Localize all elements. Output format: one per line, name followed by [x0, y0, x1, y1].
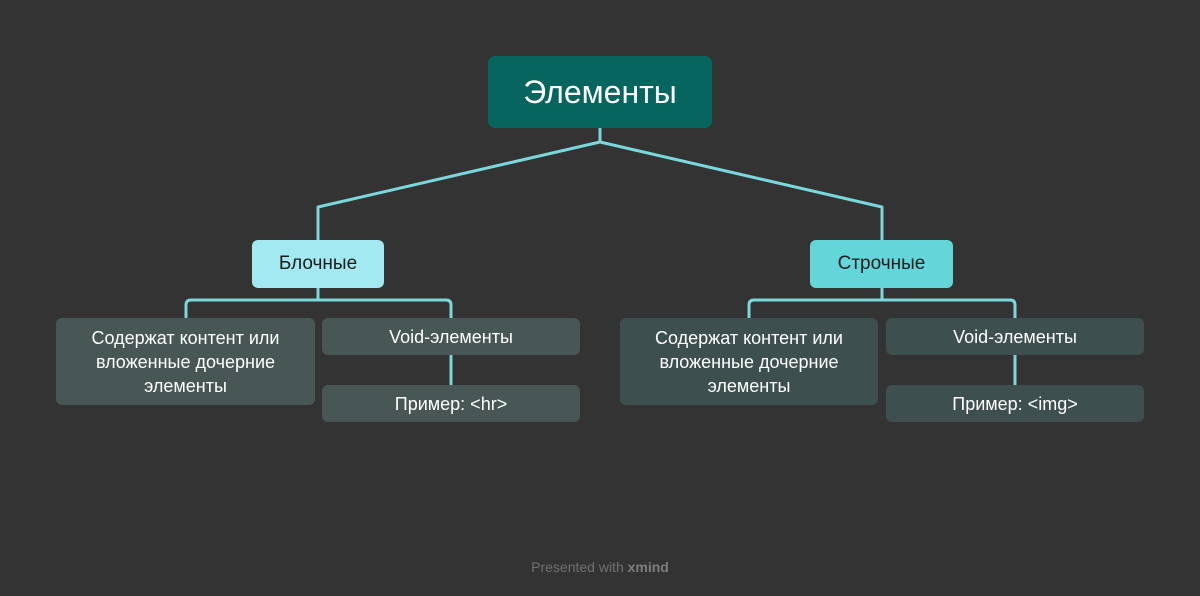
leaf-node-strochnye-example[interactable]: Пример: <img> [886, 385, 1144, 422]
leaf-node-blochnye-void[interactable]: Void-элементы [322, 318, 580, 355]
leaf-node-strochnye-content[interactable]: Содержат контент или вложенные дочерние … [620, 318, 878, 405]
root-to-blochnye-connector [316, 126, 602, 242]
blochnye-children-connector [184, 286, 453, 320]
leaf-node-label: Void-элементы [953, 326, 1077, 347]
root-to-strochnye-connector [598, 140, 884, 242]
leaf-node-label: Пример: <img> [952, 393, 1078, 414]
footer-prefix: Presented with [531, 559, 624, 575]
xmind-logo-text: xmind [627, 559, 669, 575]
branch-node-strochnye[interactable]: Строчные [810, 240, 953, 288]
branch-node-label: Строчные [837, 253, 926, 274]
leaf-node-blochnye-content[interactable]: Содержат контент или вложенные дочерние … [56, 318, 315, 405]
leaf-node-blochnye-example[interactable]: Пример: <hr> [322, 385, 580, 422]
presented-with-footer: Presented with xmind [0, 559, 1200, 575]
strochnye-children-connector [747, 286, 1017, 320]
leaf-node-label: Пример: <hr> [394, 393, 508, 414]
leaf-node-strochnye-void[interactable]: Void-элементы [886, 318, 1144, 355]
leaf-node-label: Содержат контент или вложенные дочерние … [91, 327, 280, 396]
branch-node-label: Блочные [278, 253, 358, 274]
root-node-elementy[interactable]: Элементы [488, 56, 712, 128]
root-node-label: Элементы [523, 74, 677, 110]
branch-node-blochnye[interactable]: Блочные [252, 240, 384, 288]
leaf-node-label: Void-элементы [389, 326, 513, 347]
leaf-node-label: Содержат контент или вложенные дочерние … [655, 327, 843, 396]
